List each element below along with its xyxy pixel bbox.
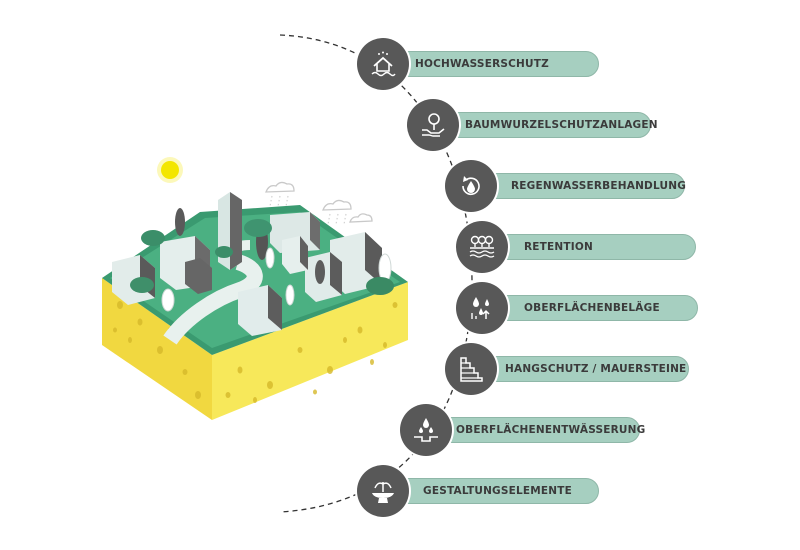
label-pill <box>471 173 685 199</box>
item-label: HANGSCHUTZ / MAUERSTEINE <box>505 363 687 375</box>
rain-drops-surface-icon <box>471 297 490 319</box>
item-label: BAUMWURZELSCHUTZANLAGEN <box>465 119 658 131</box>
item-label: GESTALTUNGSELEMENTE <box>423 485 573 497</box>
hand-tree-icon <box>422 113 445 137</box>
fountain-icon <box>372 482 394 503</box>
label-pill <box>433 112 651 138</box>
item-gestaltungselemente: GESTALTUNGSELEMENTE <box>357 465 599 517</box>
sun-icon <box>157 157 183 183</box>
item-label: REGENWASSERBEHANDLUNG <box>511 180 687 192</box>
badge <box>456 221 508 273</box>
city-trees <box>130 208 394 312</box>
label-pill <box>383 51 599 77</box>
item-baumwurzelschutzanlagen: BAUMWURZELSCHUTZANLAGEN <box>407 99 658 151</box>
cloud-icon <box>265 181 373 223</box>
item-regenwasserbehandlung: REGENWASSERBEHANDLUNG <box>445 160 687 212</box>
badge <box>456 282 508 334</box>
badge <box>400 404 452 456</box>
rain-lines <box>269 195 347 225</box>
item-oberflaechenbelaege: OBERFLÄCHENBELÄGE <box>456 282 698 334</box>
item-label: OBERFLÄCHENBELÄGE <box>524 302 660 314</box>
item-oberflaechenentwaesserung: OBERFLÄCHENENTWÄSSERUNG <box>400 404 645 456</box>
badge <box>445 343 497 395</box>
badge <box>357 38 409 90</box>
item-label: HOCHWASSERSCHUTZ <box>415 58 549 70</box>
label-pill <box>482 234 696 260</box>
badge <box>357 465 409 517</box>
item-label: RETENTION <box>524 241 593 253</box>
drainage-drops-icon <box>414 418 438 442</box>
badge <box>407 99 459 151</box>
item-hangschutz-mauersteine: HANGSCHUTZ / MAUERSTEINE <box>445 343 689 395</box>
item-label: OBERFLÄCHENENTWÄSSERUNG <box>456 424 646 436</box>
house-flood-icon <box>371 51 396 77</box>
badge <box>445 160 497 212</box>
retaining-wall-icon <box>460 357 483 382</box>
label-pill <box>426 417 640 443</box>
trees-water-icon <box>469 235 495 258</box>
water-drop-cycle-icon <box>462 176 480 196</box>
label-pill <box>383 478 599 504</box>
item-hochwasserschutz: HOCHWASSERSCHUTZ <box>357 38 599 90</box>
item-retention: RETENTION <box>456 221 696 273</box>
label-pill <box>471 356 689 382</box>
